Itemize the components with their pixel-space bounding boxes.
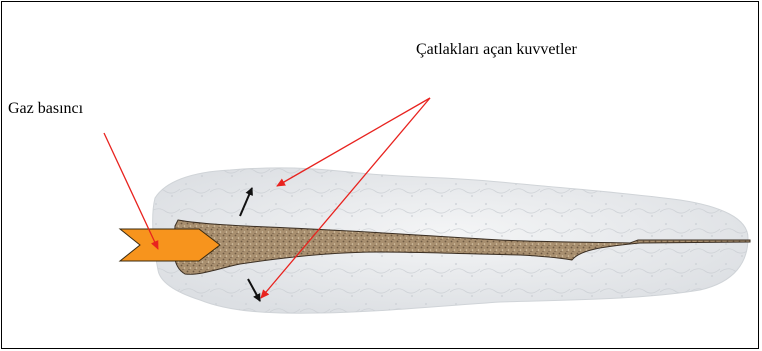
label-gas-pressure: Gaz basıncı [8, 101, 83, 117]
label-crack-opening-forces: Çatlakları açan kuvvetler [416, 42, 577, 58]
gas-pressure-arrow [120, 229, 220, 261]
